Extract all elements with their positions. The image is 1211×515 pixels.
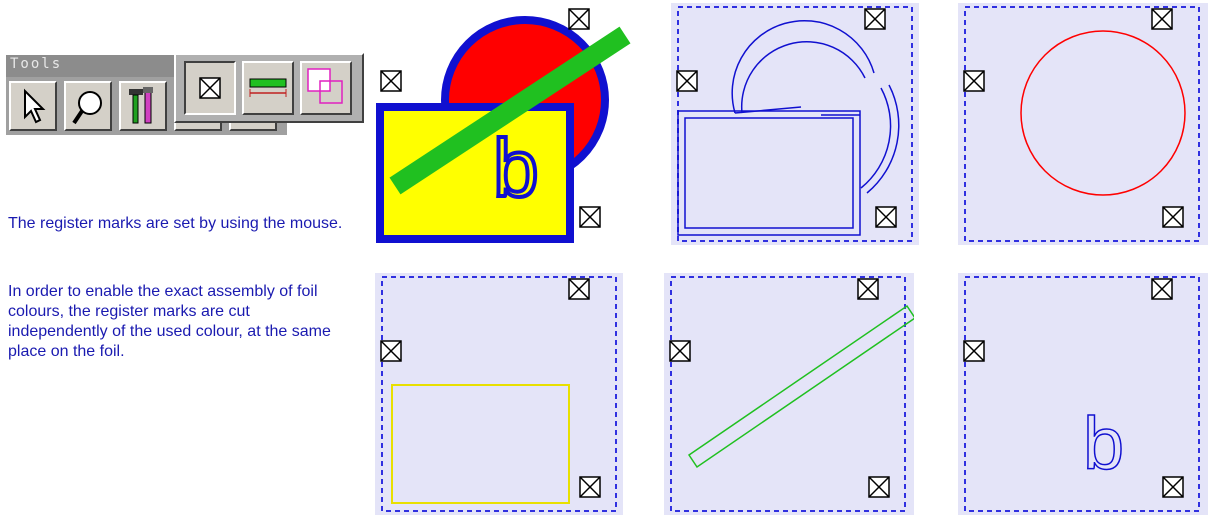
register-mark-icon (1162, 206, 1184, 228)
tools-window-title: Tools (10, 56, 62, 72)
register-mark-icon (669, 340, 691, 362)
select-tool-button[interactable] (9, 81, 57, 131)
register-mark-icon (963, 70, 985, 92)
register-mark-icon (1151, 278, 1173, 300)
register-mark-icon (868, 476, 890, 498)
register-mark-icon (186, 63, 234, 113)
overlap-rectangles-icon (302, 63, 350, 113)
zoom-magnifier-icon (66, 83, 110, 129)
ruler-icon (244, 63, 292, 113)
register-mark-icon (568, 8, 590, 30)
ruler-tool-button[interactable] (242, 61, 294, 115)
register-mark-icon (676, 70, 698, 92)
register-mark-icon (875, 206, 897, 228)
register-mark-icon (1162, 476, 1184, 498)
register-mark-icon (568, 278, 590, 300)
register-mark-icon (864, 8, 886, 30)
letter-b: b (493, 123, 539, 214)
register-mark-icon (380, 340, 402, 362)
register-mark-icon (579, 206, 601, 228)
caption-foil-assembly: In order to enable the exact assembly of… (8, 282, 343, 362)
zoom-tool-button[interactable] (64, 81, 112, 131)
tools-tool-button[interactable] (119, 81, 167, 131)
register-mark-icon (963, 340, 985, 362)
overlap-tool-button[interactable] (300, 61, 352, 115)
letter-b-outline: b (1083, 402, 1124, 485)
register-mark-icon (1151, 8, 1173, 30)
hammer-wrench-icon (121, 83, 165, 129)
register-tools-flyout (174, 53, 364, 123)
register-mark-tool-button[interactable] (184, 61, 236, 115)
register-mark-icon (579, 476, 601, 498)
arrow-pointer-icon (11, 83, 55, 129)
register-mark-icon (857, 278, 879, 300)
register-mark-icon (380, 70, 402, 92)
caption-register-marks: The register marks are set by using the … (8, 214, 353, 234)
